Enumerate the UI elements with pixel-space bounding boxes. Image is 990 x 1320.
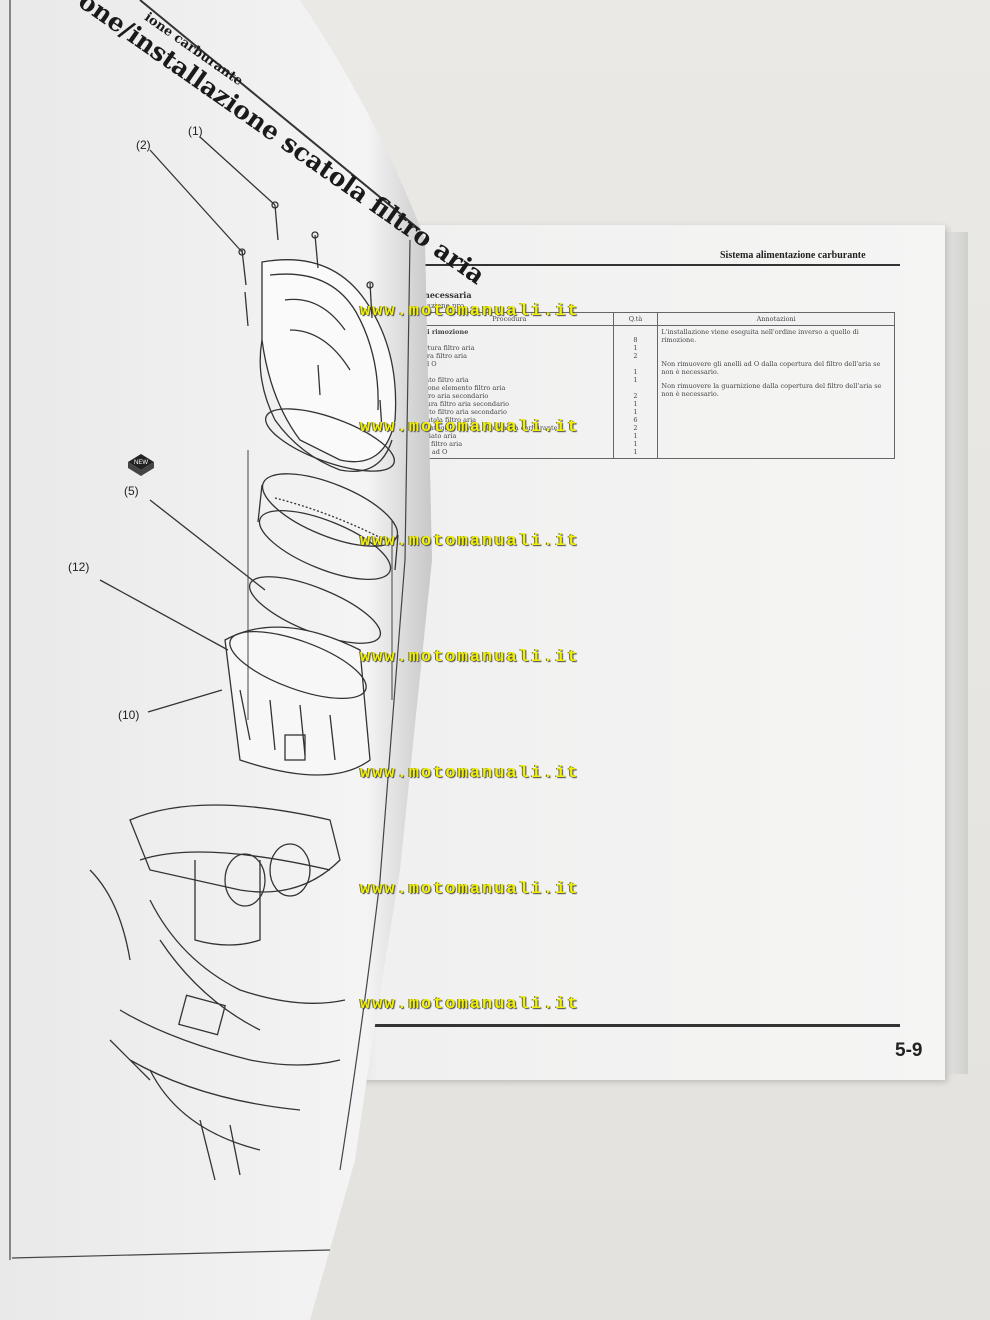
procedure-table: Procedura Q.tà Annotazioni ine di rimozi… [405, 312, 895, 459]
procedure-qty: 2 [633, 352, 638, 360]
procedure-table-block: one necessaria installazione pro Procedu… [405, 290, 900, 459]
callout-2: (2) [136, 138, 151, 152]
notes-cell: L'installazione viene eseguita nell'ordi… [657, 325, 895, 459]
new-badge-text: NEW [134, 460, 148, 466]
watermark: www.motomanuali.it [360, 418, 580, 437]
procedure-qty: 2 [633, 392, 638, 400]
procedure-step: copertura filtro aria [409, 344, 475, 352]
col-notes: Annotazioni [657, 312, 895, 326]
callout-12: (12) [68, 560, 90, 574]
watermark: www.motomanuali.it [360, 764, 580, 783]
table-title: one necessaria [405, 290, 472, 300]
note-line: Non rimuovere la guarnizione dalla coper… [661, 382, 882, 398]
watermark: www.motomanuali.it [360, 648, 580, 667]
header-rule [370, 264, 900, 266]
watermark: www.motomanuali.it [360, 880, 580, 899]
procedure-qty [617, 360, 655, 368]
watermark: www.motomanuali.it [360, 302, 580, 321]
callout-1: (1) [188, 124, 203, 138]
procedure-qty [617, 328, 655, 336]
procedure-qty: 1 [633, 376, 638, 384]
procedure-qty: 6 [633, 416, 638, 424]
left-page: ione carburante one/installazione scatol… [0, 0, 490, 1320]
footer-rule [368, 1024, 900, 1027]
watermark: www.motomanuali.it [360, 532, 580, 551]
new-part-icon: NEW [128, 454, 154, 476]
callout-5: (5) [124, 484, 139, 498]
note-line: L'installazione viene eseguita nell'ordi… [661, 328, 859, 344]
procedure-qty: 2 [633, 424, 638, 432]
procedure-step: lemento filtro aria secondario [409, 408, 507, 416]
procedure-step: opertura filtro aria secondario [409, 400, 510, 408]
procedure-step: ine di rimozione [409, 328, 469, 336]
table-subtitle: installazione pro [405, 302, 465, 310]
procedure-qty: 1 [633, 344, 638, 352]
page-number: 5-9 [895, 1040, 923, 1061]
watermark: www.motomanuali.it [360, 995, 580, 1014]
procedure-step: ite scatola filtro aria [409, 416, 477, 424]
procedure-qty: 1 [633, 432, 638, 440]
callout-10: (10) [118, 708, 140, 722]
note-line: Non rimuovere gli anelli ad O dalla cope… [661, 360, 881, 376]
procedure-qty: 1 [633, 408, 638, 416]
procedure-qty [617, 384, 655, 392]
procedure-step: bo filtro aria secondario [409, 392, 489, 400]
procedure-qty: 1 [633, 400, 638, 408]
procedure-step: pertura filtro aria [409, 352, 468, 360]
procedure-step: ite montaggio valvola automatica carbura… [409, 424, 558, 432]
procedure-qty: 1 [633, 368, 638, 376]
right-page-header: Sistema alimentazione carburante [720, 250, 866, 261]
filter-cover-drawing [89, 136, 399, 1181]
procedure-qty: 8 [633, 336, 638, 344]
procedure-step: catola filtro aria [409, 440, 463, 448]
exploded-diagram [0, 0, 432, 1320]
procedure-step: ernizione elemento filtro aria [409, 384, 506, 392]
procedure-step: lemento filtro aria [409, 376, 469, 384]
procedure-qty: 1 [633, 440, 638, 448]
procedure-step: ubo sfiato aria [409, 432, 457, 440]
col-qty: Q.tà [612, 312, 659, 326]
procedure-qty: 1 [633, 448, 638, 456]
